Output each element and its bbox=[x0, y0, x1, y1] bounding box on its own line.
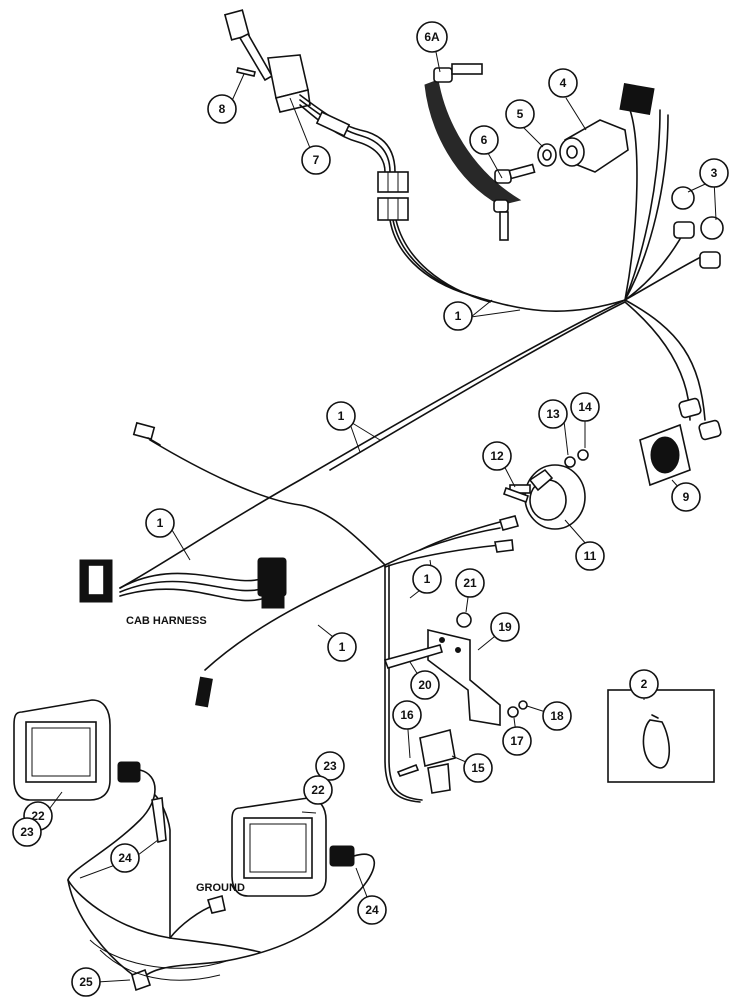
svg-text:23: 23 bbox=[323, 759, 337, 773]
svg-text:6A: 6A bbox=[424, 30, 440, 44]
svg-text:19: 19 bbox=[498, 620, 512, 634]
main-harness bbox=[119, 109, 706, 803]
callout-15: 15 bbox=[463, 753, 493, 783]
work-light-left bbox=[13, 699, 156, 881]
callout-1-right: 1 bbox=[412, 564, 442, 594]
svg-text:24: 24 bbox=[365, 903, 379, 917]
light-harness bbox=[67, 794, 261, 992]
svg-text:18: 18 bbox=[550, 709, 564, 723]
callout-17: 17 bbox=[502, 726, 532, 756]
callout-1-left: 1 bbox=[145, 508, 175, 538]
callout-18: 18 bbox=[542, 701, 572, 731]
bulbs-3 bbox=[671, 186, 724, 269]
callout-13: 13 bbox=[538, 399, 568, 429]
callout-7: 7 bbox=[301, 145, 331, 175]
callout-11: 11 bbox=[575, 541, 605, 571]
callout-5: 5 bbox=[505, 99, 535, 129]
callout-21: 21 bbox=[455, 568, 485, 598]
wire-stubs bbox=[419, 521, 501, 551]
horn-11 bbox=[494, 449, 589, 553]
keys-6 bbox=[424, 63, 557, 241]
socket-9 bbox=[639, 397, 722, 487]
svg-text:1: 1 bbox=[424, 572, 431, 586]
svg-text:24: 24 bbox=[118, 851, 132, 865]
svg-text:12: 12 bbox=[490, 449, 504, 463]
svg-text:14: 14 bbox=[578, 400, 592, 414]
callout-14: 14 bbox=[570, 392, 600, 422]
svg-text:8: 8 bbox=[219, 102, 226, 116]
callout-1-lower: 1 bbox=[327, 632, 357, 662]
callout-22-right: 22 bbox=[303, 775, 333, 805]
callout-20: 20 bbox=[410, 670, 440, 700]
ignition-switch-4 bbox=[559, 83, 655, 173]
svg-text:4: 4 bbox=[560, 76, 567, 90]
svg-text:1: 1 bbox=[339, 640, 346, 654]
callout-6: 6 bbox=[469, 125, 499, 155]
callout-4: 4 bbox=[548, 68, 578, 98]
svg-text:1: 1 bbox=[455, 309, 462, 323]
svg-text:15: 15 bbox=[471, 761, 485, 775]
svg-text:5: 5 bbox=[517, 107, 524, 121]
callout-3: 3 bbox=[699, 158, 729, 188]
svg-text:21: 21 bbox=[463, 576, 477, 590]
svg-text:22: 22 bbox=[311, 783, 325, 797]
svg-text:17: 17 bbox=[510, 734, 524, 748]
callout-16: 16 bbox=[392, 700, 422, 730]
callout-2: 2 bbox=[629, 669, 659, 699]
callout-6a: 6A bbox=[416, 21, 448, 53]
svg-text:7: 7 bbox=[313, 153, 320, 167]
svg-text:23: 23 bbox=[20, 825, 34, 839]
svg-text:16: 16 bbox=[400, 708, 414, 722]
svg-text:25: 25 bbox=[79, 975, 93, 989]
cab-harness-connectors bbox=[79, 557, 287, 708]
callout-23-left: 23 bbox=[12, 817, 42, 847]
bracket-19 bbox=[383, 612, 528, 794]
callout-25: 25 bbox=[71, 967, 101, 997]
callout-23-right: 23 bbox=[315, 751, 345, 781]
inset-box-2 bbox=[607, 689, 715, 783]
svg-text:9: 9 bbox=[683, 490, 690, 504]
callout-19: 19 bbox=[490, 612, 520, 642]
callout-1-middle: 1 bbox=[326, 401, 356, 431]
svg-text:1: 1 bbox=[157, 516, 164, 530]
connector-left bbox=[132, 421, 161, 446]
svg-text:3: 3 bbox=[711, 166, 718, 180]
svg-text:11: 11 bbox=[584, 549, 597, 563]
callout-8: 8 bbox=[207, 94, 237, 124]
work-light-right bbox=[139, 797, 376, 981]
svg-text:2: 2 bbox=[641, 677, 648, 691]
svg-text:1: 1 bbox=[338, 409, 345, 423]
callout-12: 12 bbox=[482, 441, 512, 471]
cab-harness-label: CAB HARNESS bbox=[126, 615, 207, 627]
ground-label: GROUND bbox=[196, 882, 245, 894]
callout-24-left: 24 bbox=[110, 843, 140, 873]
svg-text:13: 13 bbox=[546, 407, 560, 421]
svg-text:6: 6 bbox=[481, 133, 488, 147]
callout-9: 9 bbox=[671, 482, 701, 512]
callout-1-top: 1 bbox=[443, 301, 473, 331]
svg-text:20: 20 bbox=[418, 678, 432, 692]
callout-24-right: 24 bbox=[357, 895, 387, 925]
switch-assembly-7 bbox=[223, 9, 409, 221]
